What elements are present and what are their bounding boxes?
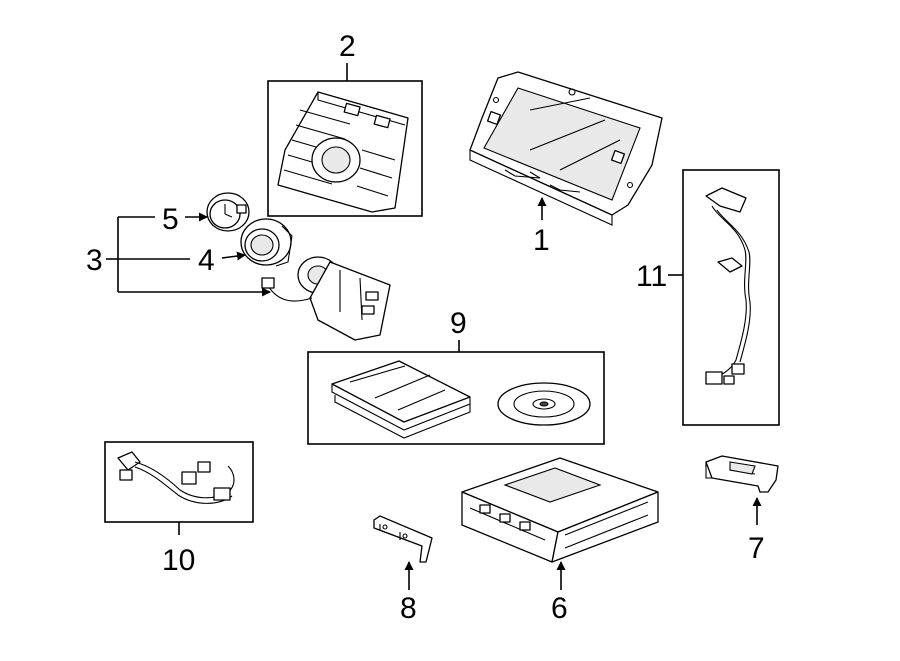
- callout-3: 3: [86, 216, 271, 297]
- part-2-control-panel[interactable]: [277, 91, 409, 213]
- part-2-box: [267, 80, 423, 217]
- part-8-bracket[interactable]: [373, 515, 433, 563]
- callout-4: 4: [198, 244, 246, 277]
- part-9-card[interactable]: [331, 360, 471, 439]
- part-11-box: [682, 169, 780, 426]
- part-7-bracket[interactable]: [705, 455, 779, 493]
- callout-4-number: 4: [198, 244, 215, 277]
- callout-6-number: 6: [551, 592, 568, 625]
- callout-2: 2: [339, 30, 356, 81]
- callout-5: 5: [162, 203, 208, 236]
- callout-1: 1: [533, 197, 550, 257]
- part-11-harness[interactable]: [705, 187, 751, 385]
- part-1-display-screen[interactable]: [469, 71, 663, 226]
- callout-3-number: 3: [86, 244, 103, 277]
- callout-5-number: 5: [162, 203, 179, 236]
- callout-6: 6: [551, 561, 568, 625]
- callout-2-number: 2: [339, 30, 356, 63]
- callout-1-number: 1: [533, 224, 550, 257]
- callout-10-number: 10: [162, 544, 195, 577]
- part-5-clock[interactable]: [206, 192, 250, 232]
- callout-7: 7: [748, 497, 765, 565]
- callout-9: 9: [450, 307, 467, 352]
- callout-8: 8: [400, 561, 417, 625]
- callout-9-number: 9: [450, 307, 467, 340]
- callout-11-number: 11: [636, 260, 667, 293]
- part-6-navigation-unit[interactable]: [461, 457, 659, 563]
- part-9-disc[interactable]: [497, 382, 591, 426]
- part-9-box: [307, 351, 605, 445]
- part-3-switch-assembly[interactable]: [261, 256, 391, 341]
- callout-11: 11: [636, 260, 683, 293]
- callout-7-number: 7: [748, 532, 765, 565]
- part-4-knob-ring[interactable]: [240, 218, 293, 267]
- part-10-harness[interactable]: [117, 451, 235, 504]
- callout-8-number: 8: [400, 592, 417, 625]
- callout-10: 10: [162, 522, 195, 577]
